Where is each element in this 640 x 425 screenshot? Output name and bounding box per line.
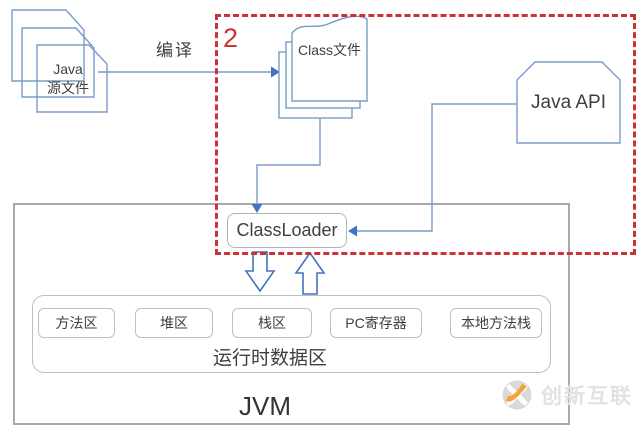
region-native-method-stack-label: 本地方法栈: [461, 315, 531, 331]
classfile-to-classloader-line: [256, 118, 321, 205]
block-arrow-down-icon: [244, 251, 276, 293]
step-number-badge: 2: [223, 23, 239, 53]
region-pc-register-label: PC寄存器: [345, 315, 407, 331]
class-file-label: Class文件: [297, 42, 361, 58]
region-native-method-stack: 本地方法栈: [450, 308, 542, 338]
java-api-label: Java API: [531, 91, 606, 113]
java-source-files-label: Java 源文件: [28, 60, 108, 98]
java-source-label-line1: Java: [53, 61, 83, 77]
class-page-front: [291, 15, 368, 102]
region-stack-label: 栈区: [258, 315, 286, 331]
source-doc-middle: [21, 27, 95, 98]
java-api-shape: [516, 61, 621, 144]
block-arrow-up-icon: [294, 251, 326, 295]
javaapi-to-classloader-line: [356, 103, 517, 232]
region-heap: 堆区: [135, 308, 213, 338]
classloader-node: ClassLoader: [227, 213, 347, 248]
region-stack: 栈区: [232, 308, 312, 338]
step2-dashed-region: [215, 14, 636, 255]
runtime-data-area-label: 运行时数据区: [212, 348, 327, 369]
javaapi-to-classloader-arrowhead-icon: [348, 225, 357, 237]
region-method-area: 方法区: [38, 308, 115, 338]
watermark: 创新互联: [501, 379, 633, 411]
classfile-to-classloader-arrowhead-icon: [251, 204, 263, 213]
region-pc-register: PC寄存器: [330, 308, 422, 338]
region-heap-label: 堆区: [160, 315, 188, 331]
java-source-label-line2: 源文件: [47, 80, 89, 96]
compile-arrowhead-icon: [271, 66, 280, 78]
region-method-area-label: 方法区: [55, 315, 98, 331]
watermark-brand-text: 创新互联: [541, 385, 633, 408]
classloader-label: ClassLoader: [236, 220, 338, 240]
jvm-label: JVM: [239, 391, 291, 421]
jvm-container-box: [13, 203, 570, 425]
java-source-files-icon: [11, 9, 108, 113]
source-doc-back: [11, 9, 85, 82]
watermark-logo-icon: [502, 380, 532, 410]
class-file-stack-icon: [278, 15, 368, 119]
source-doc-front: [36, 44, 108, 113]
compile-label: 编译: [156, 41, 194, 60]
